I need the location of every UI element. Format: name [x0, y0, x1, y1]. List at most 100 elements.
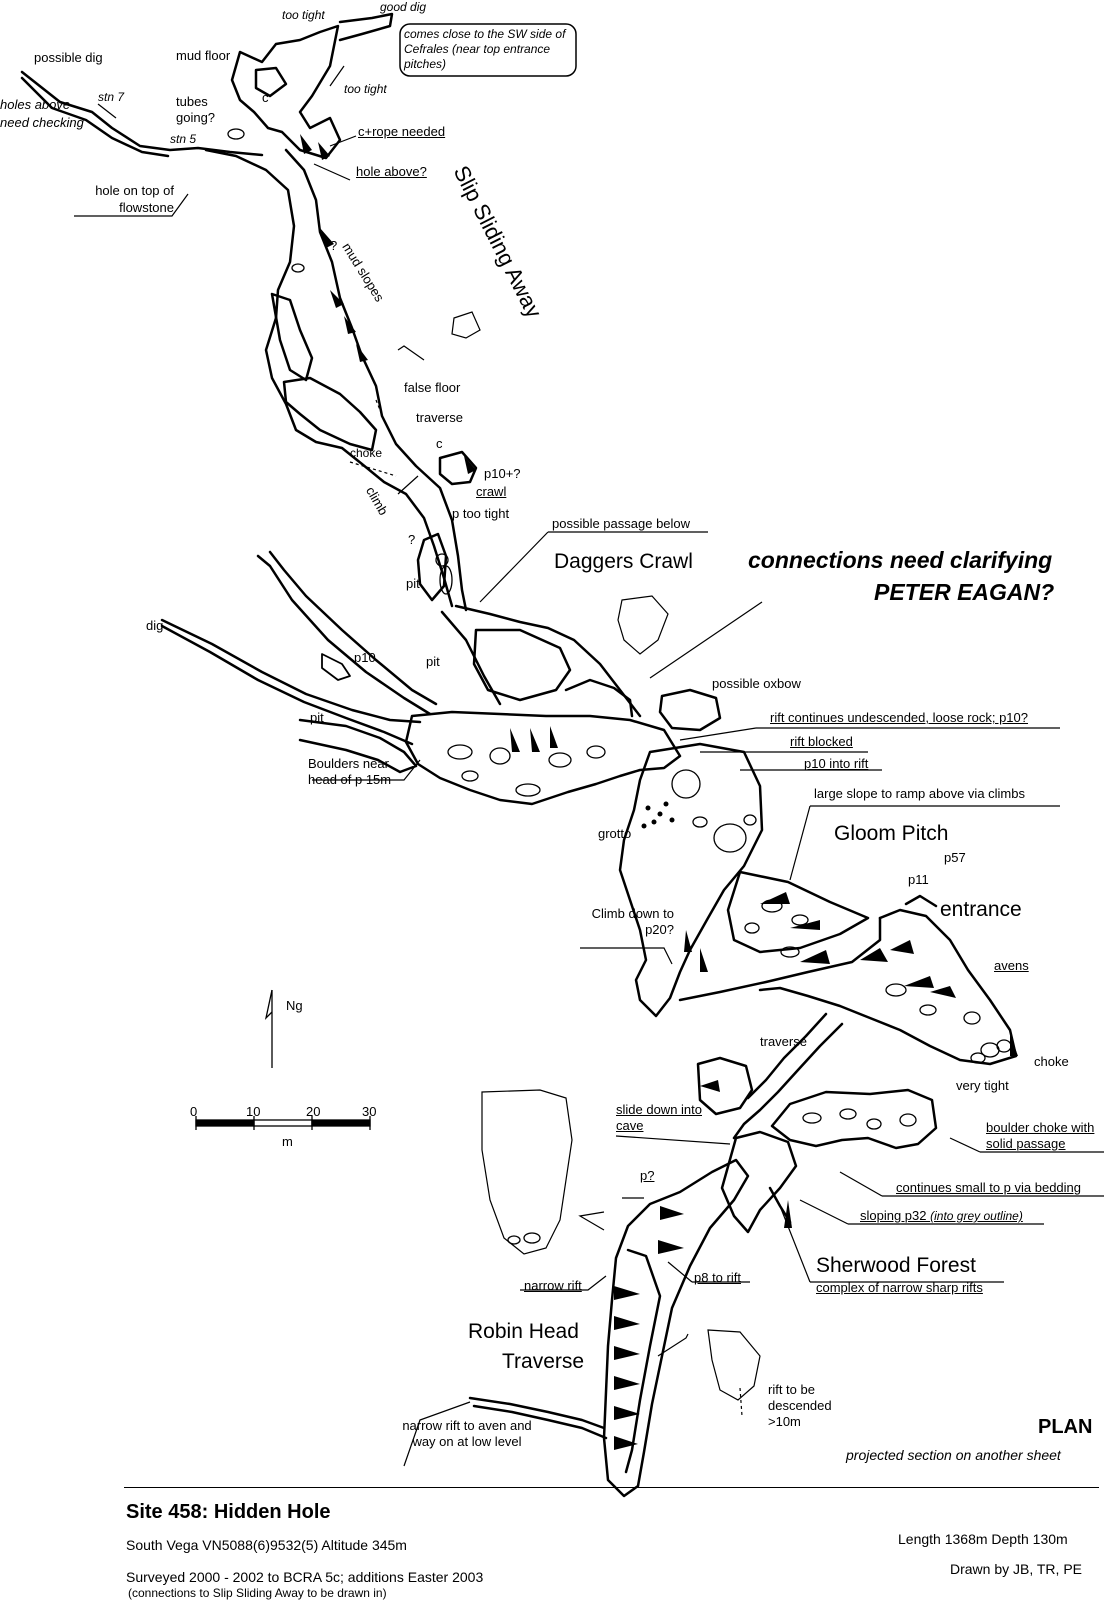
label-climb-down: Climb down to p20? — [591, 906, 674, 937]
chamber-entrance — [758, 908, 1018, 1066]
label-rift-blocked: rift blocked — [790, 734, 853, 749]
label-pit-3: pit — [310, 710, 324, 725]
label-continues-small: continues small to p via bedding — [896, 1180, 1082, 1195]
passage-right-upper — [564, 678, 634, 718]
label-stn5: stn 5 — [170, 132, 197, 146]
outline-dagger-top — [451, 311, 481, 339]
label-narrow-rift: narrow rift — [524, 1278, 582, 1293]
label-false-floor: false floor — [404, 380, 461, 395]
footer-divider — [124, 1487, 1099, 1488]
length-depth: Length 1368m Depth 130m — [898, 1531, 1068, 1547]
scale-unit: m — [282, 1134, 293, 1149]
label-good-dig: good dig — [380, 0, 427, 14]
passage-stn7-lower — [20, 76, 170, 158]
passage-boulders — [298, 718, 418, 774]
label-p57: p57 — [944, 850, 966, 865]
passage-pit-west — [256, 554, 432, 716]
passage-pit-west-2 — [268, 550, 438, 706]
label-c-rope-needed: c+rope needed — [358, 124, 446, 139]
site-title: Site 458: Hidden Hole — [126, 1501, 331, 1523]
label-narrow-rift-aven: narrow rift to aven and way on at low le… — [402, 1418, 532, 1449]
label-pit-2: pit — [426, 654, 440, 669]
label-hole-flowstone: hole on top of flowstone — [95, 183, 174, 215]
label-crawl: crawl — [476, 484, 507, 499]
label-possible-passage-below: possible passage below — [552, 516, 691, 531]
passage-gloom-slope — [678, 916, 882, 1002]
chamber-slide-down — [720, 1130, 798, 1234]
passage-robin-outer — [602, 1158, 750, 1498]
passage-oxbow-left — [270, 292, 314, 382]
plan-subtitle: projected section on another sheet — [846, 1447, 1061, 1463]
label-mud-floor: mud floor — [176, 48, 231, 63]
scale-tick-10: 10 — [246, 1104, 261, 1119]
chamber-grotto — [618, 742, 764, 1018]
plan-title: PLAN — [1038, 1416, 1093, 1438]
label-c-lower: c — [436, 436, 443, 451]
label-p10-left: p10 — [354, 650, 376, 665]
surveyed-note: Surveyed 2000 - 2002 to BCRA 5c; additio… — [126, 1569, 484, 1585]
label-too-tight-right: too tight — [344, 82, 387, 96]
chamber-gloom — [726, 870, 870, 954]
label-north: Ng — [286, 998, 303, 1013]
label-entrance: entrance — [940, 898, 1022, 921]
label-pit-1: pit — [406, 576, 420, 591]
label-p10-into-rift: p10 into rift — [804, 756, 869, 771]
passage-robin-inner — [624, 1248, 662, 1474]
label-p-too-tight: p too tight — [452, 506, 510, 521]
passage-dig-west-2 — [160, 624, 414, 746]
passage-narrow-rift-aven — [468, 1396, 606, 1430]
passage-upper-maze — [230, 24, 342, 160]
p10-oval — [321, 653, 351, 681]
label-choke-upper: choke — [350, 446, 383, 460]
label-very-tight: very tight — [956, 1078, 1009, 1093]
passage-good-dig — [338, 12, 394, 42]
label-slide-down: slide down into cave — [616, 1102, 702, 1133]
label-avens: avens — [994, 958, 1029, 973]
label-p11: p11 — [908, 872, 929, 887]
label-possible-oxbow: possible oxbow — [712, 676, 801, 691]
label-hole-above: hole above? — [356, 164, 427, 179]
scale-tick-0: 0 — [190, 1104, 198, 1119]
drawn-by: Drawn by JB, TR, PE — [950, 1561, 1083, 1577]
passage-upper-maze-inner — [254, 66, 288, 98]
label-traverse-lower: traverse — [760, 1034, 807, 1049]
label-q-mark2: ? — [408, 532, 416, 547]
label-robin-traverse: Traverse — [502, 1350, 585, 1373]
passage-dig-west — [160, 618, 422, 724]
label-p8-to-rift: p8 to rift — [694, 1270, 741, 1285]
chamber-lower-left — [696, 1056, 754, 1116]
outline-grey-large — [481, 1089, 573, 1255]
label-connections-need-clarifying: connections need clarifying — [748, 547, 1053, 573]
connections-note: (connections to Slip Sliding Away to be … — [128, 1586, 387, 1600]
passage-pit-side — [416, 532, 448, 602]
label-boulder-choke: boulder choke with solid passage — [986, 1120, 1095, 1151]
north-arrow-head — [264, 989, 273, 1021]
label-rift-to-be: rift to be descended >10m — [768, 1382, 832, 1429]
label-c-small: c — [262, 90, 269, 105]
scale-bar — [195, 1116, 371, 1130]
label-into-grey: (into grey outline) — [930, 1209, 1023, 1223]
label-tubes-going: tubes going? — [176, 94, 216, 125]
chamber-daggers-mid — [472, 628, 572, 702]
outline-rift-to-be — [707, 1329, 761, 1401]
label-dig: dig — [146, 618, 164, 633]
label-grotto: grotto — [598, 826, 632, 841]
passage-entrance-shaft — [904, 894, 938, 908]
label-holes-above: holes above need checking — [0, 97, 84, 130]
passage-c-chamber — [438, 450, 478, 486]
chamber-oxbow-right — [658, 688, 722, 732]
label-sherwood-forest: Sherwood Forest — [816, 1254, 976, 1277]
site-location: South Vega VN5088(6)9532(5) Altitude 345… — [126, 1537, 407, 1553]
label-sloping-p32: sloping p32 (into grey outline) — [860, 1208, 1023, 1223]
label-possible-dig: possible dig — [34, 50, 103, 65]
label-p10q: p10+? — [484, 466, 521, 481]
passage-traverse-lower-2 — [746, 1012, 828, 1100]
scale-tick-20: 20 — [306, 1104, 321, 1119]
passage-stn7 — [20, 70, 264, 157]
passage-narrow-rift-aven-2 — [472, 1404, 608, 1440]
chamber-central — [404, 710, 682, 806]
passage-main-west — [204, 148, 454, 608]
label-p-q: p? — [640, 1168, 655, 1183]
sw-note-box — [399, 23, 577, 77]
